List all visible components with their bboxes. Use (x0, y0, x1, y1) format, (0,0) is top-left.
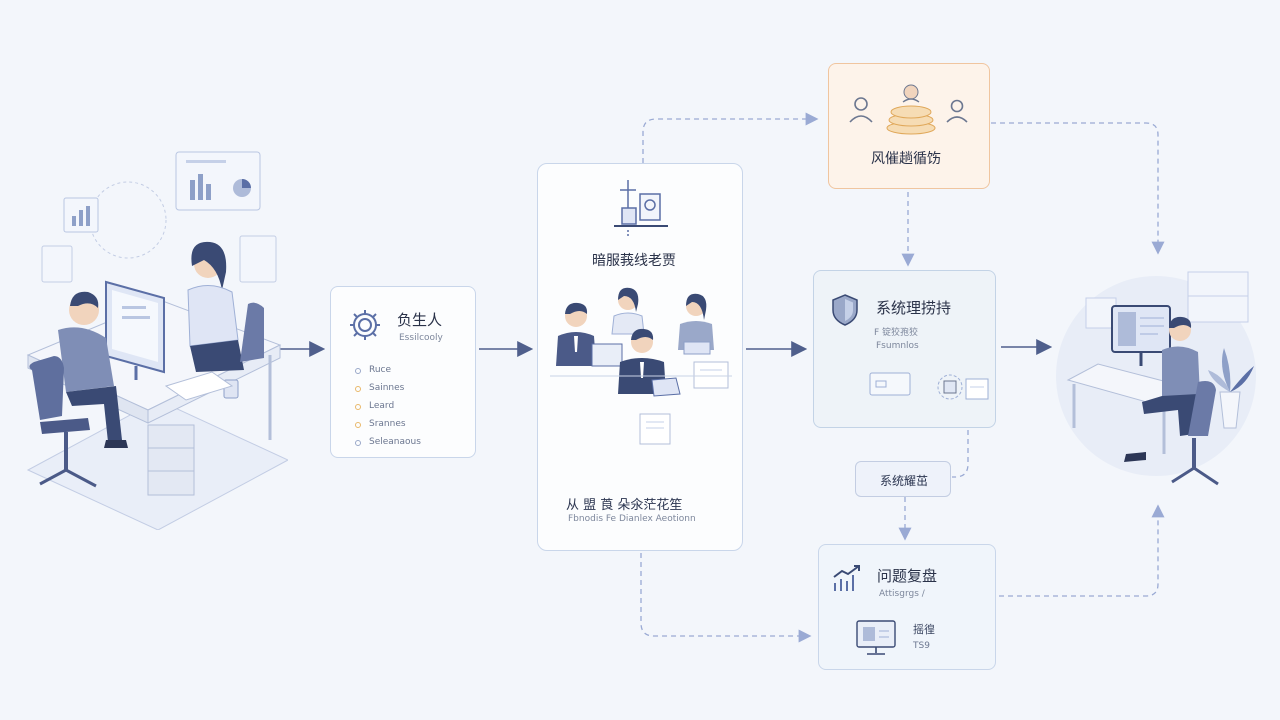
seated-man (58, 291, 128, 448)
system-subtitle-en: Fsumnlos (876, 341, 919, 351)
office-workers-illustration (26, 151, 288, 530)
owner-item-label: Srannes (369, 419, 406, 429)
shield-icon (832, 294, 858, 326)
node-maintenance: 系统耀茁 (855, 461, 951, 497)
team-member-man-center (618, 328, 681, 397)
investigation-title: 暗服莪线老贾 (592, 253, 676, 269)
node-investigation: 暗服莪线老贾 (537, 163, 743, 551)
workstation-monitor (1111, 305, 1171, 366)
dashed-investigation-to-risk (642, 112, 819, 163)
team-member-man-left (556, 302, 623, 367)
review-note-1: 摇徨 (913, 623, 935, 636)
dashed-risk-to-end (991, 122, 1165, 255)
owner-subtitle: Essilcooly (399, 333, 443, 343)
node-risk: 风催趟循饬 (828, 63, 990, 189)
investigation-caption: 从 盟 莨 朵氽茫花笙 (566, 498, 683, 513)
coins-stack-icon (886, 84, 936, 135)
risk-title: 风催趟循饬 (871, 151, 941, 167)
review-note-2: TS9 (913, 641, 930, 651)
review-subtitle: Attisgrgs / (879, 589, 925, 599)
office-chair (1171, 381, 1219, 486)
team-meeting-illustration (550, 287, 732, 445)
person-icon-left (849, 97, 873, 123)
owner-item-bullet (355, 422, 361, 428)
dashed-system-to-maintenance (952, 430, 969, 478)
owner-item-bullet (355, 386, 361, 392)
node-system: 系统理捞持 F 锭狡孢狡 Fsumnlos (813, 270, 996, 428)
developer-workstation-illustration (1056, 271, 1256, 486)
person-icon-right (946, 99, 968, 123)
owner-item-label: Ruce (369, 365, 392, 375)
owner-item-label: Sainnes (369, 383, 405, 393)
review-title: 问题复盘 (877, 567, 938, 585)
chart-icon (833, 565, 860, 591)
owner-item-bullet (355, 440, 361, 446)
owner-item-label: Leard (369, 401, 395, 411)
floating-document-icon (239, 235, 277, 283)
seated-woman (187, 241, 244, 372)
meeting-icon (849, 84, 968, 135)
potted-plant (1208, 348, 1254, 429)
owner-item-bullet (355, 368, 361, 374)
computer-monitor (105, 280, 165, 380)
owner-item-label: Seleanaous (369, 437, 421, 447)
dashed-review-to-end (999, 504, 1165, 597)
dashed-investigation-to-review (640, 553, 812, 643)
gear-crane-icon (614, 180, 668, 238)
office-chair-back (240, 302, 264, 362)
investigation-caption-en: Fbnodis Fe Dianlex Aeotionn (568, 514, 696, 524)
team-member-woman-right (678, 293, 714, 355)
monitor-icon (856, 620, 896, 655)
maintenance-label: 系统耀茁 (879, 474, 928, 488)
developer-person (1124, 316, 1200, 462)
system-devices-icon (869, 372, 989, 400)
system-title: 系统理捞持 (876, 299, 952, 317)
owner-item-bullet (355, 404, 361, 410)
office-chair-front (29, 356, 97, 488)
floating-report-icon (175, 151, 261, 211)
documents-stack (639, 361, 729, 445)
system-subtitle: F 锭狡孢狡 (874, 328, 919, 338)
owner-title: 负生人 (397, 311, 443, 329)
paper-document (164, 371, 234, 401)
team-member-woman-left (611, 287, 645, 335)
node-review: 问题复盘 Attisgrgs / 摇徨 TS9 (818, 544, 996, 670)
floating-bar-chart-icon (63, 197, 99, 233)
gear-icon (350, 310, 380, 340)
floating-note-icon (41, 245, 73, 283)
